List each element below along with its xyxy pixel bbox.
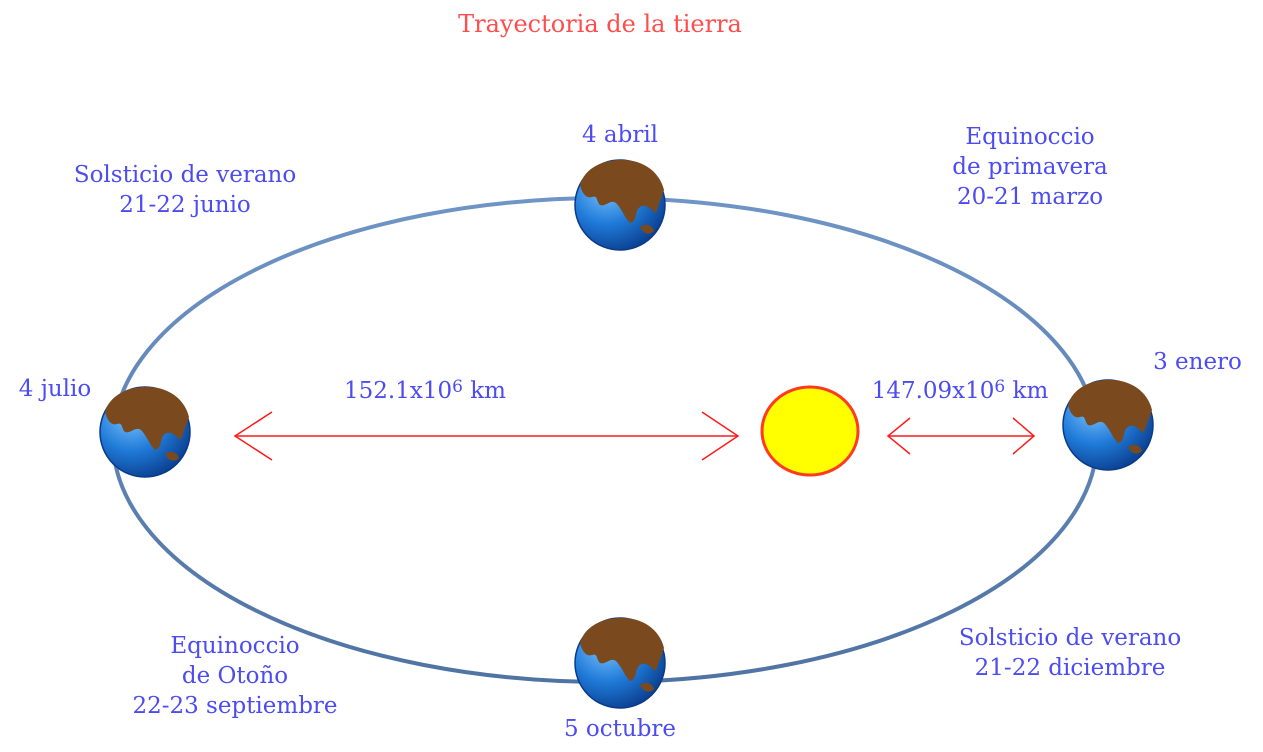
perihelion-mantissa: 147.09x10: [871, 378, 995, 404]
aphelion-mantissa: 152.1x10: [344, 378, 453, 404]
aphelion-distance-arrow: [233, 411, 740, 461]
aphelion-unit: km: [470, 378, 506, 404]
date-top-label: 4 abril: [581, 122, 659, 148]
event-top-right-line1: Equinoccio: [965, 124, 1095, 150]
event-top-right-line2: de primavera: [952, 154, 1108, 180]
event-top-right-label: Equinoccio de primavera 20-21 marzo: [900, 122, 1160, 212]
event-top-left-line1: Solsticio de verano: [73, 162, 297, 188]
perihelion-unit: km: [1012, 378, 1049, 404]
earth-january-icon: [1062, 379, 1154, 471]
aphelion-exponent: 6: [452, 377, 463, 397]
diagram-title: Trayectoria de la tierra: [458, 10, 742, 38]
orbit-ellipse: [111, 196, 1099, 684]
event-top-right-line3: 20-21 marzo: [956, 184, 1104, 210]
perihelion-distance-arrow: [886, 417, 1036, 455]
event-bottom-left-line1: Equinoccio: [170, 633, 300, 659]
event-top-left-label: Solsticio de verano 21-22 junio: [40, 160, 330, 220]
perihelion-distance-label: 147.09x106 km: [860, 376, 1060, 408]
date-left-label: 4 julio: [18, 376, 92, 402]
event-bottom-right-line1: Solsticio de verano: [958, 625, 1182, 651]
event-bottom-left-line3: 22-23 septiembre: [132, 693, 338, 719]
date-bottom-label: 5 octubre: [563, 716, 677, 742]
earth-april-icon: [574, 159, 666, 251]
perihelion-exponent: 6: [994, 377, 1006, 397]
event-top-left-line2: 21-22 junio: [119, 192, 251, 218]
earth-october-icon: [574, 617, 666, 709]
event-bottom-right-line2: 21-22 diciembre: [974, 655, 1166, 681]
earth-july-icon: [99, 386, 191, 478]
aphelion-distance-label: 152.1x106 km: [325, 376, 525, 408]
event-bottom-right-label: Solsticio de verano 21-22 diciembre: [920, 623, 1220, 683]
date-right-label: 3 enero: [1153, 349, 1242, 375]
event-bottom-left-label: Equinoccio de Otoño 22-23 septiembre: [90, 631, 380, 721]
event-bottom-left-line2: de Otoño: [181, 663, 289, 689]
sun: [760, 385, 860, 477]
